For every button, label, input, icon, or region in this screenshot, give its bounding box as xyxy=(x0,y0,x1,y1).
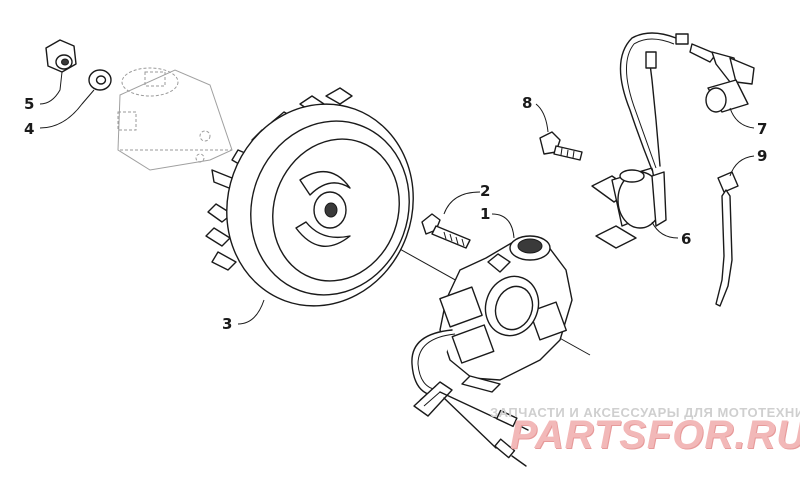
callout-5: 5 xyxy=(24,95,34,113)
callout-9: 9 xyxy=(757,147,767,165)
leader-5 xyxy=(39,71,63,105)
leader-3 xyxy=(237,299,265,325)
part-7-spark-plug-cap xyxy=(689,43,755,113)
part-5-nut xyxy=(45,39,77,73)
callout-8: 8 xyxy=(522,94,532,112)
leader-7 xyxy=(729,107,755,129)
callout-4: 4 xyxy=(24,120,34,138)
part-3-flywheel xyxy=(205,87,414,307)
coil-wiring xyxy=(619,32,689,171)
callout-3: 3 xyxy=(222,315,232,333)
leader-4 xyxy=(39,89,95,129)
part-6-ignition-coil xyxy=(591,167,667,249)
part-8-coil-bolt xyxy=(539,131,583,161)
stator-wire-harness xyxy=(411,329,529,467)
callout-6: 6 xyxy=(681,230,691,248)
leader-8 xyxy=(535,103,549,133)
part-4-washer xyxy=(88,69,112,91)
watermark-logo: PARTSFOR.RU xyxy=(510,413,800,457)
leader-9 xyxy=(729,155,755,177)
watermark-caption: ЗАПЧАСТИ И АКСЕССУАРЫ ДЛЯ МОТОТЕХНИКИ xyxy=(490,405,800,420)
callout-2: 2 xyxy=(480,182,490,200)
part-9-cable-tie xyxy=(715,171,739,307)
leader-2 xyxy=(443,191,481,215)
leader-6 xyxy=(651,221,679,239)
callout-1: 1 xyxy=(480,205,490,223)
ghost-hub xyxy=(117,67,233,171)
part-2-bolt xyxy=(421,213,471,249)
part-1-stator xyxy=(439,235,573,393)
leader-1 xyxy=(491,213,515,239)
callout-7: 7 xyxy=(757,120,767,138)
